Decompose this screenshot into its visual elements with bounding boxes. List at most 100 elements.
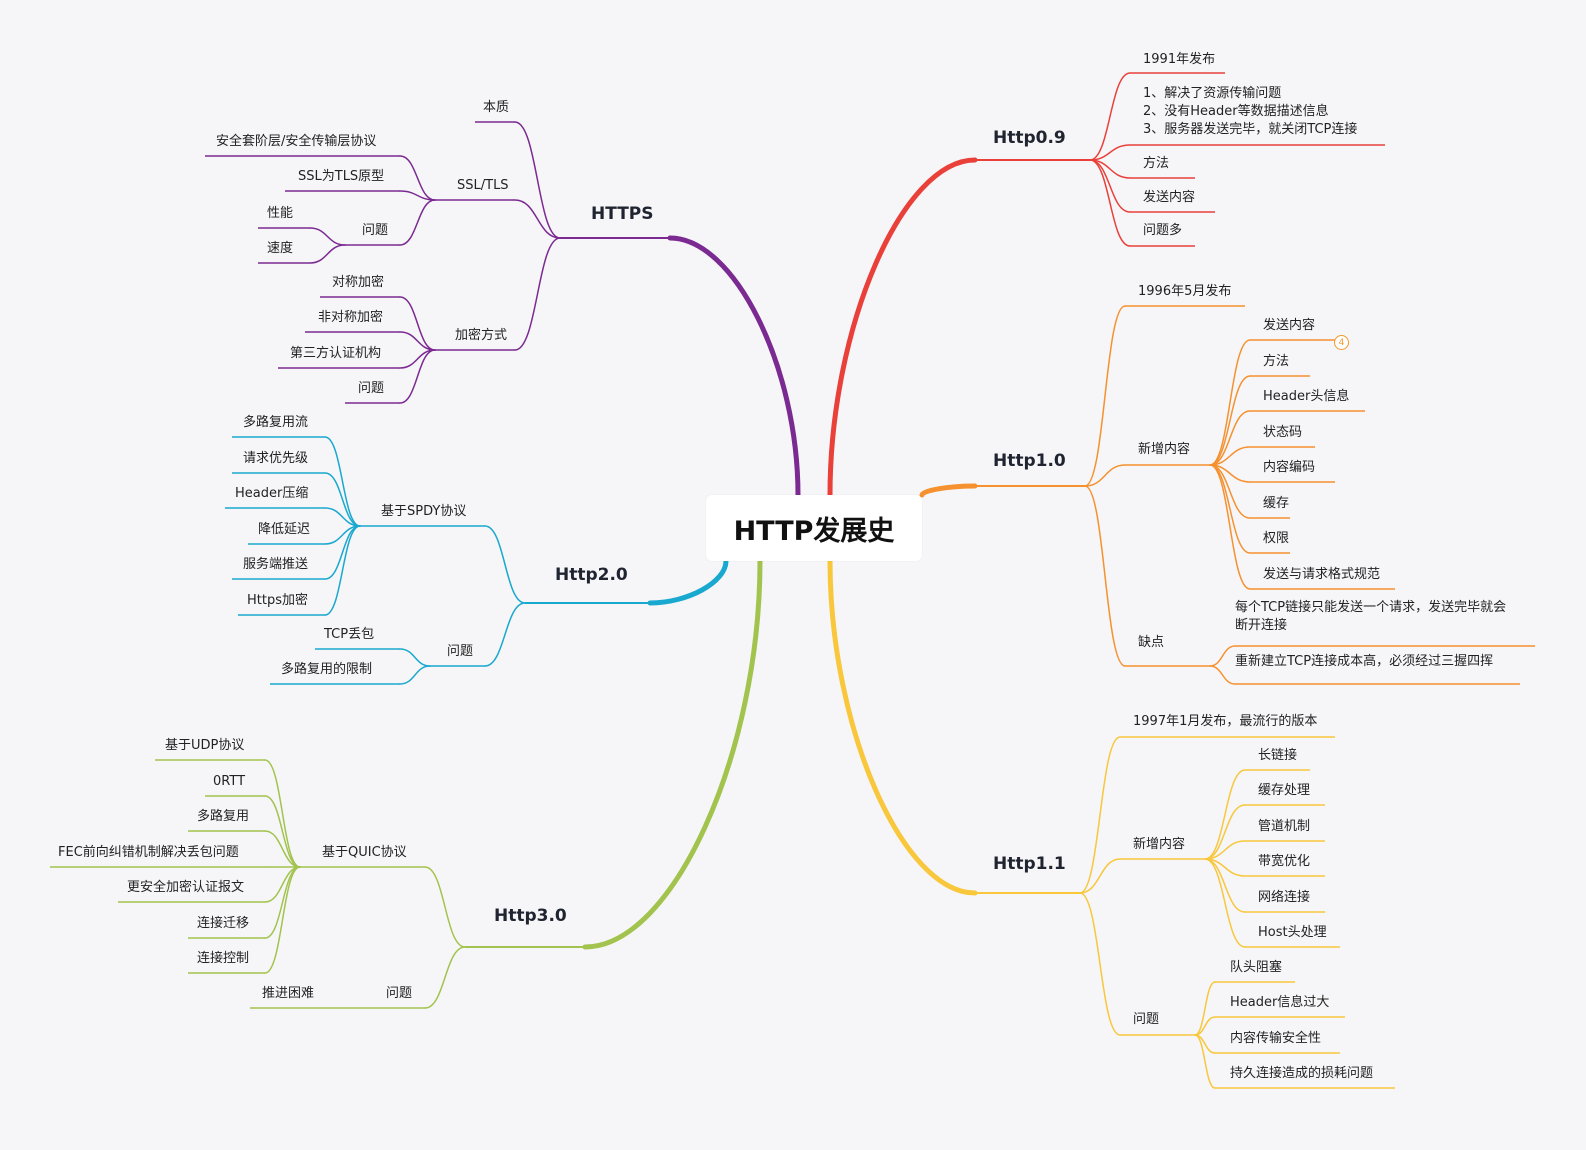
connector (399, 190, 436, 201)
http30-quic-item[interactable]: 连接控制 (197, 951, 250, 966)
https-enc-label[interactable]: 加密方式 (455, 328, 508, 343)
http09-point-1[interactable]: 1、解决了资源传输问题 (1143, 86, 1282, 101)
connector (309, 227, 346, 246)
http30-quic-item[interactable]: 连接迁移 (197, 916, 250, 931)
http20-problems-label[interactable]: 问题 (447, 644, 474, 659)
https-enc-item[interactable]: 非对称加密 (318, 310, 384, 325)
topic-http09[interactable]: Http0.9 (993, 128, 1066, 148)
connector (1089, 159, 1131, 213)
http10-new-item[interactable]: 状态码 (1263, 425, 1303, 440)
http20-spdy-item[interactable]: 降低延迟 (258, 522, 311, 537)
http09-release[interactable]: 1991年发布 (1143, 52, 1216, 67)
https-ssl-label[interactable]: SSL/TLS (457, 178, 509, 193)
http30-quic-item[interactable]: 0RTT (213, 774, 246, 789)
topic-http30[interactable]: Http3.0 (494, 906, 567, 926)
http10-cons-label[interactable]: 缺点 (1138, 635, 1165, 650)
connector (1079, 858, 1121, 894)
http20-spdy-item[interactable]: 服务端推送 (243, 557, 309, 572)
https-enc-item[interactable]: 问题 (358, 381, 385, 396)
http09-point-2[interactable]: 2、没有Header等数据描述信息 (1143, 104, 1329, 119)
http11-problem[interactable]: 持久连接造成的损耗问题 (1230, 1066, 1374, 1081)
http11-problem[interactable]: 队头阻塞 (1230, 960, 1283, 975)
http11-new-item[interactable]: 缓存处理 (1258, 783, 1311, 798)
topic-https[interactable]: HTTPS (591, 204, 654, 224)
http10-new-item[interactable]: 发送内容 (1263, 318, 1316, 333)
connector (1204, 804, 1246, 860)
https-ssl-item[interactable]: SSL为TLS原型 (298, 169, 385, 184)
connector (424, 946, 466, 1009)
http10-new-item[interactable]: Header头信息 (1263, 389, 1350, 404)
http30-quic-item[interactable]: 多路复用 (197, 809, 250, 824)
attachment-count-badge[interactable]: 4 (1334, 335, 1349, 350)
http20-spdy-label[interactable]: 基于SPDY协议 (381, 504, 467, 519)
topic-http11[interactable]: Http1.1 (993, 854, 1066, 874)
http30-quic-item[interactable]: FEC前向纠错机制解决丢包问题 (58, 845, 239, 860)
http10-new-item[interactable]: 方法 (1263, 354, 1290, 369)
connector (264, 866, 301, 939)
http10-con-1a[interactable]: 每个TCP链接只能发送一个请求，发送完毕就会 (1235, 600, 1507, 615)
http10-new-item[interactable]: 缓存 (1263, 496, 1290, 511)
connector (1209, 464, 1251, 554)
connector (1209, 665, 1236, 685)
http09-content[interactable]: 发送内容 (1143, 190, 1196, 205)
connector (264, 866, 301, 903)
https-ssl-problem-label[interactable]: 问题 (362, 223, 389, 238)
http11-new-item[interactable]: 长链接 (1258, 748, 1298, 763)
connector (1194, 1034, 1216, 1089)
http30-problem[interactable]: 推进困难 (262, 986, 315, 1001)
https-ssl-problem[interactable]: 性能 (267, 206, 294, 221)
connector (1089, 144, 1131, 161)
http10-new-item[interactable]: 内容编码 (1263, 460, 1316, 475)
http20-spdy-item[interactable]: 多路复用流 (243, 415, 309, 430)
connector (514, 121, 561, 239)
http11-new-item[interactable]: 带宽优化 (1258, 854, 1311, 869)
http20-spdy-item[interactable]: Header压缩 (235, 486, 309, 501)
connector (399, 648, 431, 667)
http10-new-label[interactable]: 新增内容 (1138, 442, 1191, 457)
http10-con-1b[interactable]: 断开连接 (1235, 618, 1288, 633)
http20-spdy-item[interactable]: 请求优先级 (243, 451, 309, 466)
connector (1204, 858, 1246, 913)
http11-problem[interactable]: Header信息过大 (1230, 995, 1330, 1010)
http20-problem[interactable]: TCP丢包 (324, 627, 375, 642)
connector (1194, 1016, 1216, 1036)
connector (1209, 375, 1251, 466)
http10-new-item[interactable]: 权限 (1263, 531, 1290, 546)
http10-release[interactable]: 1996年5月发布 (1138, 284, 1232, 299)
connector (399, 155, 436, 201)
http11-new-label[interactable]: 新增内容 (1133, 837, 1186, 852)
https-enc-item[interactable]: 第三方认证机构 (290, 346, 382, 361)
connector (399, 199, 436, 246)
https-enc-item[interactable]: 对称加密 (332, 275, 385, 290)
http20-problem[interactable]: 多路复用的限制 (281, 662, 373, 677)
http10-con-2[interactable]: 重新建立TCP连接成本高，必须经过三握四挥 (1235, 654, 1494, 669)
https-ssl-item[interactable]: 安全套阶层/安全传输层协议 (216, 134, 377, 149)
http20-spdy-item[interactable]: Https加密 (247, 593, 308, 608)
connector (424, 866, 466, 948)
https-essence[interactable]: 本质 (483, 100, 510, 115)
https-ssl-problem[interactable]: 速度 (267, 241, 294, 256)
http30-quic-item[interactable]: 基于UDP协议 (165, 738, 245, 753)
topic-http20[interactable]: Http2.0 (555, 565, 628, 585)
root-topic[interactable]: HTTP发展史 (706, 495, 922, 561)
connector (1209, 446, 1251, 466)
http30-quic-item[interactable]: 更安全加密认证报文 (127, 880, 245, 895)
http11-release[interactable]: 1997年1月发布，最流行的版本 (1133, 714, 1318, 729)
http11-problems-label[interactable]: 问题 (1133, 1012, 1160, 1027)
http11-problem[interactable]: 内容传输安全性 (1230, 1031, 1322, 1046)
http10-new-item[interactable]: 发送与请求格式规范 (1263, 567, 1381, 582)
connector (264, 795, 301, 868)
http09-point-3[interactable]: 3、服务器发送完毕，就关闭TCP连接 (1143, 122, 1358, 137)
topic-http10[interactable]: Http1.0 (993, 451, 1066, 471)
connector (1209, 464, 1251, 590)
branch-http20 (647, 558, 729, 606)
http09-issues[interactable]: 问题多 (1143, 223, 1183, 238)
http30-quic-label[interactable]: 基于QUIC协议 (322, 845, 407, 860)
connector (1209, 464, 1251, 519)
http30-problems-label[interactable]: 问题 (386, 986, 413, 1001)
http11-new-item[interactable]: Host头处理 (1258, 925, 1327, 940)
http11-new-item[interactable]: 网络连接 (1258, 890, 1311, 905)
http11-new-item[interactable]: 管道机制 (1258, 819, 1311, 834)
http09-method[interactable]: 方法 (1143, 156, 1170, 171)
